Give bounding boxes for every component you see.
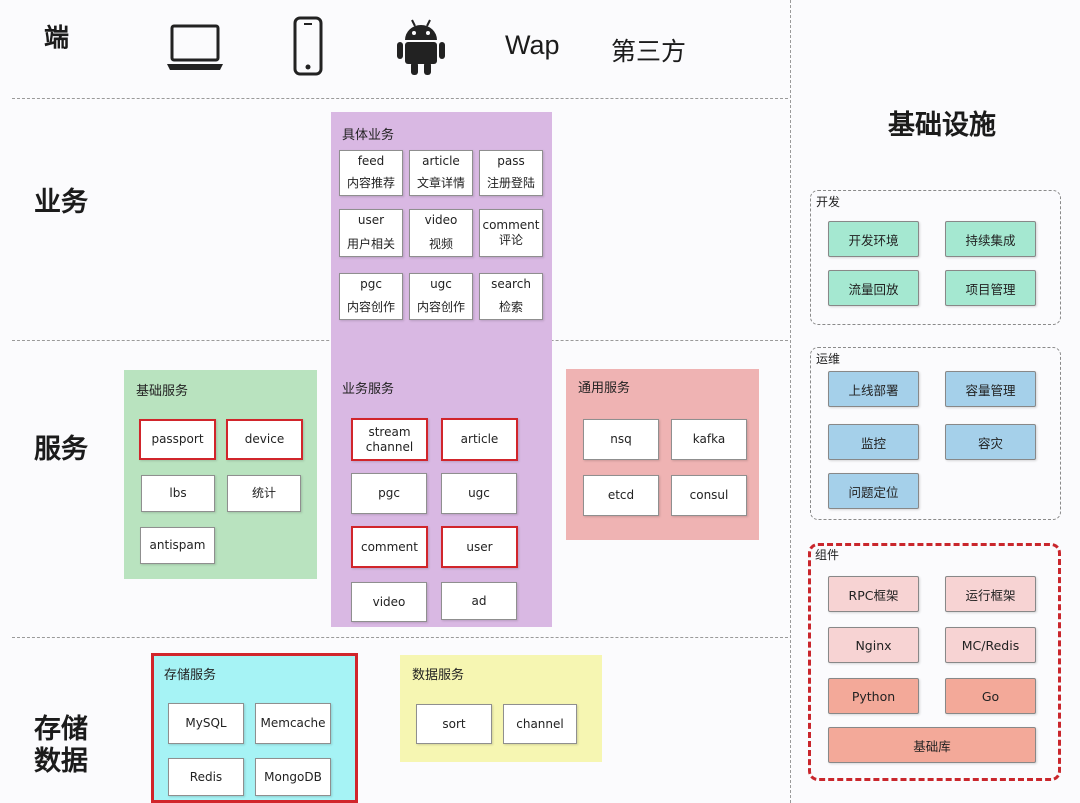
infra-nginx: Nginx <box>828 627 919 663</box>
service-kafka: kafka <box>671 419 747 460</box>
service-consul: consul <box>671 475 747 516</box>
laptop-icon <box>167 24 223 70</box>
biz-item-en: article <box>422 154 460 168</box>
service-passport: passport <box>139 419 216 460</box>
data-channel: channel <box>503 704 577 744</box>
android-icon <box>397 19 445 75</box>
storage-redis: Redis <box>168 758 244 796</box>
base-services-title: 基础服务 <box>136 384 189 399</box>
infra-dev-env: 开发环境 <box>828 221 919 257</box>
biz-item-en: search <box>491 277 531 291</box>
service-antispam: antispam <box>140 527 215 564</box>
biz-item-zh: 内容推荐 <box>346 176 395 190</box>
infra-monitor: 监控 <box>828 424 919 460</box>
biz-item-pgc: pgc 内容创作 <box>339 273 403 320</box>
data-services-title: 数据服务 <box>412 668 465 683</box>
client-wap: Wap <box>505 30 560 60</box>
phone-icon <box>293 16 323 76</box>
service-stream-channel: stream channel <box>351 418 428 461</box>
service-etcd: etcd <box>583 475 659 516</box>
storage-services-title: 存储服务 <box>164 668 217 683</box>
infra-issue-locate: 问题定位 <box>828 473 919 509</box>
infra-runtime-framework: 运行框架 <box>945 576 1036 612</box>
infra-python: Python <box>828 678 919 714</box>
infra-base-library: 基础库 <box>828 727 1036 763</box>
biz-services-title: 业务服务 <box>342 382 395 397</box>
infra-project-mgmt: 项目管理 <box>945 270 1036 306</box>
biz-item-feed: feed 内容推荐 <box>339 150 403 196</box>
biz-item-video: video 视频 <box>409 209 473 257</box>
biz-item-en: pgc <box>360 277 382 291</box>
layer-label-client: 端 <box>44 23 70 52</box>
infra-components-group <box>808 543 1061 781</box>
biz-item-zh: 注册登陆 <box>486 176 535 190</box>
biz-item-ugc: ugc 内容创作 <box>409 273 473 320</box>
biz-item-pass: pass 注册登陆 <box>479 150 543 196</box>
storage-label-line1: 存储 <box>34 714 88 745</box>
biz-item-en: ugc <box>430 277 452 291</box>
biz-item-en: comment <box>482 218 540 232</box>
infrastructure-title: 基础设施 <box>888 110 996 141</box>
infra-ops-group <box>810 347 1061 520</box>
service-stats: 统计 <box>227 475 301 512</box>
infra-dev-title: 开发 <box>816 195 841 209</box>
biz-item-user: user 用户相关 <box>339 209 403 257</box>
service-video: video <box>351 582 427 622</box>
biz-item-en: feed <box>357 154 385 168</box>
infra-capacity: 容量管理 <box>945 371 1036 407</box>
service-ugc: ugc <box>441 473 517 514</box>
biz-item-zh: 文章详情 <box>416 176 465 190</box>
service-lbs: lbs <box>141 475 215 512</box>
storage-label-line2: 数据 <box>34 746 88 777</box>
service-article: article <box>441 418 518 461</box>
infra-deploy: 上线部署 <box>828 371 919 407</box>
layer-label-service: 服务 <box>34 434 88 465</box>
biz-item-en: user <box>357 213 385 227</box>
infra-go: Go <box>945 678 1036 714</box>
infra-dev-group <box>810 190 1061 325</box>
biz-item-zh: 检索 <box>498 300 523 314</box>
biz-item-zh: 用户相关 <box>346 237 395 251</box>
service-device: device <box>226 419 303 460</box>
data-sort: sort <box>416 704 492 744</box>
biz-item-zh: 内容创作 <box>346 300 395 314</box>
common-services-title: 通用服务 <box>578 381 631 396</box>
divider-client <box>12 98 788 99</box>
storage-memcache: Memcache <box>255 703 331 744</box>
biz-item-article: article 文章详情 <box>409 150 473 196</box>
service-user: user <box>441 526 518 568</box>
infra-ops-title: 运维 <box>816 352 841 366</box>
biz-item-comment: comment 评论 <box>479 209 543 257</box>
service-nsq: nsq <box>583 419 659 460</box>
infra-disaster-recovery: 容灾 <box>945 424 1036 460</box>
storage-mysql: MySQL <box>168 703 244 744</box>
infra-traffic-replay: 流量回放 <box>828 270 919 306</box>
business-services-title: 具体业务 <box>342 128 395 143</box>
service-pgc: pgc <box>351 473 427 514</box>
biz-item-zh: 评论 <box>498 233 523 247</box>
layer-label-storage: 存储 数据 <box>34 714 88 778</box>
biz-item-search: search 检索 <box>479 273 543 320</box>
biz-item-en: video <box>424 213 458 227</box>
layer-label-business: 业务 <box>34 187 88 218</box>
infra-rpc-framework: RPC框架 <box>828 576 919 612</box>
infra-ci: 持续集成 <box>945 221 1036 257</box>
client-third-party: 第三方 <box>611 37 687 66</box>
biz-item-en: pass <box>497 154 525 168</box>
service-comment: comment <box>351 526 428 568</box>
biz-item-zh: 内容创作 <box>416 300 465 314</box>
service-ad: ad <box>441 582 517 620</box>
divider-service <box>12 637 788 638</box>
divider-infrastructure <box>790 0 791 803</box>
biz-item-zh: 视频 <box>428 237 453 251</box>
storage-mongodb: MongoDB <box>255 758 331 796</box>
infra-components-title: 组件 <box>815 548 840 562</box>
infra-mc-redis: MC/Redis <box>945 627 1036 663</box>
